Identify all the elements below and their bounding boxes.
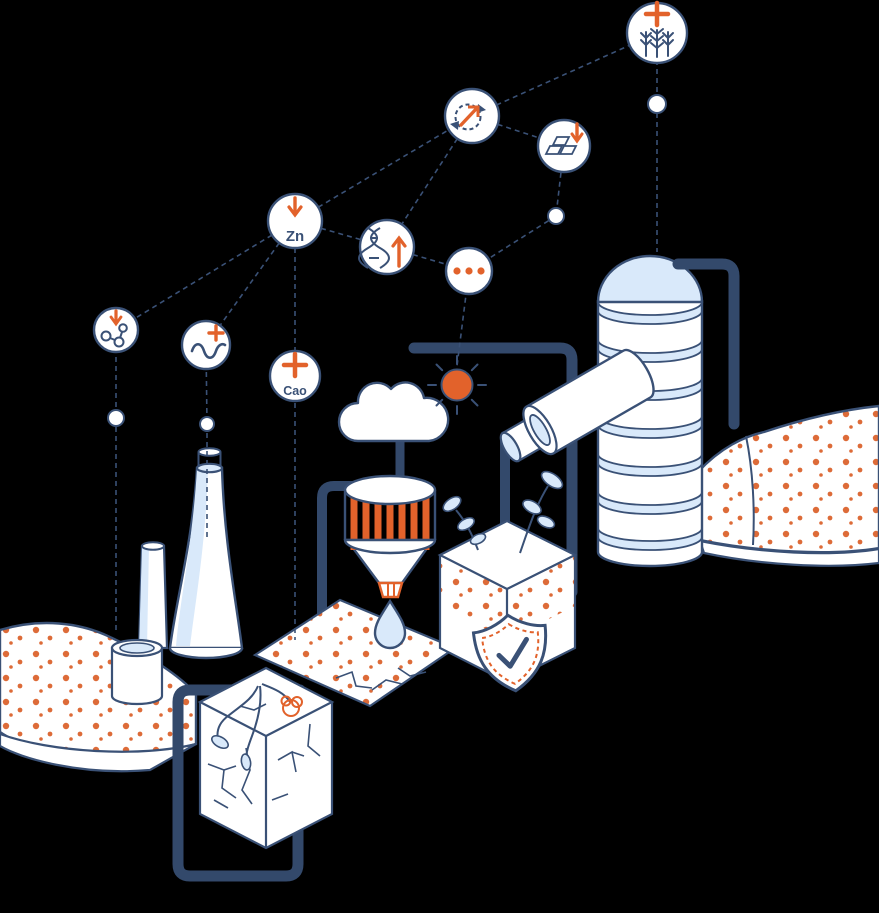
zinc-label: Zn [286, 228, 304, 245]
zinc-decrease-icon [287, 196, 303, 218]
leaf-sprigs [442, 470, 564, 554]
cloud-icon [337, 381, 450, 443]
worm-plus-icon [190, 324, 227, 360]
badge-calcium: Cao [268, 349, 322, 403]
badge-gold [536, 118, 592, 225]
connector-node [107, 409, 125, 427]
badge-recycle [443, 87, 501, 145]
badge-molecule [92, 306, 140, 427]
cracked-soil-block [197, 666, 335, 850]
connector-node [199, 416, 215, 432]
calcium-plus-icon [281, 351, 309, 379]
dna-increase-icon [358, 227, 407, 269]
connector-node [547, 207, 565, 225]
wilted-plant [211, 683, 303, 771]
right-soil-mound [696, 404, 879, 567]
crack-lines [207, 703, 321, 809]
badge-zinc: Zn [266, 192, 324, 250]
wheat-plus-icon [640, 0, 674, 58]
recycle-increase-icon [450, 103, 486, 131]
left-soil-mound [0, 621, 198, 773]
ellipsis-icon [453, 267, 485, 275]
wilted-bloom [280, 695, 303, 717]
small-stack [137, 541, 169, 650]
molecule-decrease-icon [100, 309, 128, 348]
connector-node [647, 94, 667, 114]
water-droplet-icon [373, 598, 407, 650]
healthy-soil-block [437, 470, 578, 684]
shield-check-icon [471, 613, 548, 693]
overhead-pipe [408, 342, 578, 598]
sun-icon [427, 355, 487, 415]
badge-worm [180, 319, 232, 432]
gold-decrease-icon [544, 122, 584, 155]
chimney [168, 447, 244, 660]
soil-cracks [335, 667, 427, 691]
calcium-label: Cao [283, 384, 307, 398]
frame-pipe [172, 684, 306, 882]
condenser-tank [499, 348, 655, 463]
center-feed-pipe [317, 481, 357, 623]
column-outlet-pipe [672, 258, 740, 430]
badge-ellipsis [444, 246, 494, 296]
badge-dna [358, 218, 416, 276]
badge-wheat [625, 0, 689, 114]
barrel [110, 638, 164, 706]
funnel-hopper [343, 436, 437, 650]
